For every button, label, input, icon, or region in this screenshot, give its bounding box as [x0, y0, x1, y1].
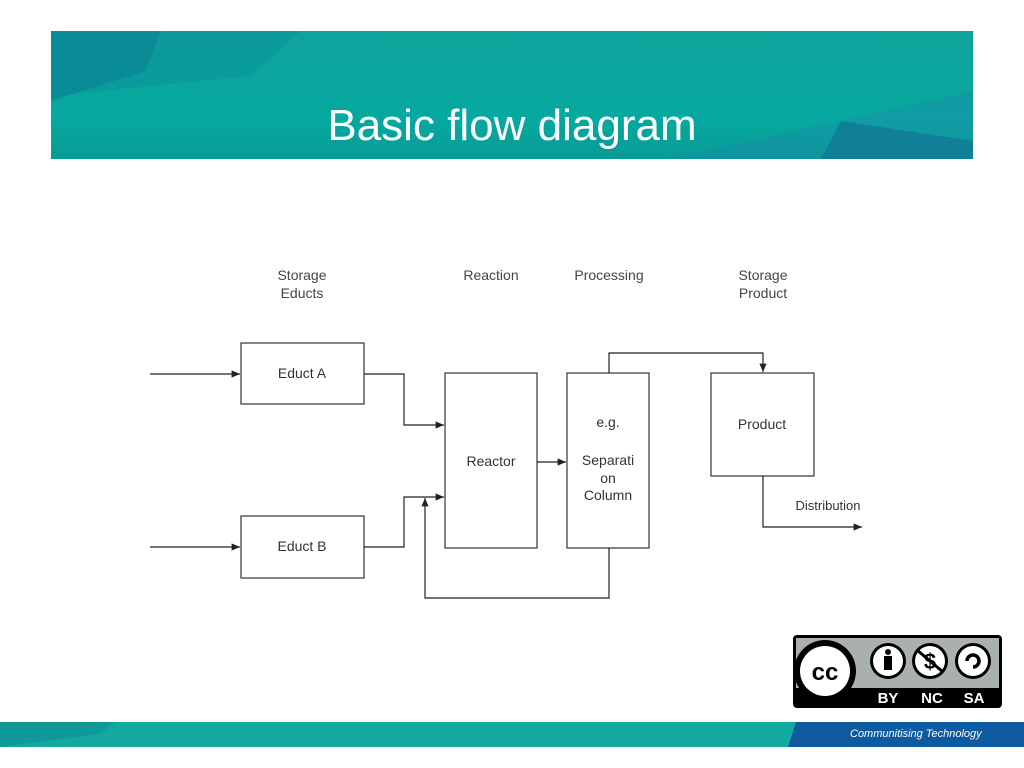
educt-b-label: Educt B [277, 538, 326, 554]
title-banner: Basic flow diagram [51, 31, 973, 159]
label-storage-product-1: Storage [738, 267, 787, 283]
label-storage-educts-2: Educts [281, 285, 324, 301]
label-processing: Processing [574, 267, 643, 283]
distribution-label: Distribution [795, 498, 860, 513]
footer-tagline: Communitising Technology [850, 728, 982, 740]
footer-bar-teal [0, 722, 800, 747]
educt-a-label: Educt A [278, 365, 327, 381]
recycle-arrow [421, 498, 610, 599]
by-label: BY [878, 690, 899, 707]
sa-label: SA [964, 690, 985, 707]
product-label: Product [738, 416, 786, 432]
separation-column-box [566, 372, 650, 549]
attribution-icon [870, 643, 906, 679]
cc-license-badge: cc $ BY NC SA [793, 635, 1002, 708]
label-reaction: Reaction [463, 267, 518, 283]
share-alike-icon [955, 643, 991, 679]
non-commercial-icon: $ [912, 643, 948, 679]
separation-label-2: on [600, 470, 616, 486]
separation-label-eg: e.g. [596, 414, 619, 430]
label-storage-educts-1: Storage [277, 267, 326, 283]
arrow-educt-a-to-reactor [364, 373, 444, 429]
reactor-label: Reactor [466, 453, 515, 469]
label-storage-product-2: Product [739, 285, 787, 301]
distribution-arrow [762, 476, 862, 531]
arrow-educt-b-to-reactor [364, 493, 444, 548]
reactor-box [444, 372, 538, 549]
nc-label: NC [921, 690, 943, 707]
banner-decoration [51, 31, 973, 159]
page-title: Basic flow diagram [327, 101, 697, 150]
separation-label-1: Separati [582, 452, 634, 468]
separation-label-3: Column [584, 487, 632, 503]
cc-text: cc [812, 659, 839, 686]
arrow-separation-to-product [608, 352, 767, 373]
footer-bar-blue [788, 722, 1024, 747]
